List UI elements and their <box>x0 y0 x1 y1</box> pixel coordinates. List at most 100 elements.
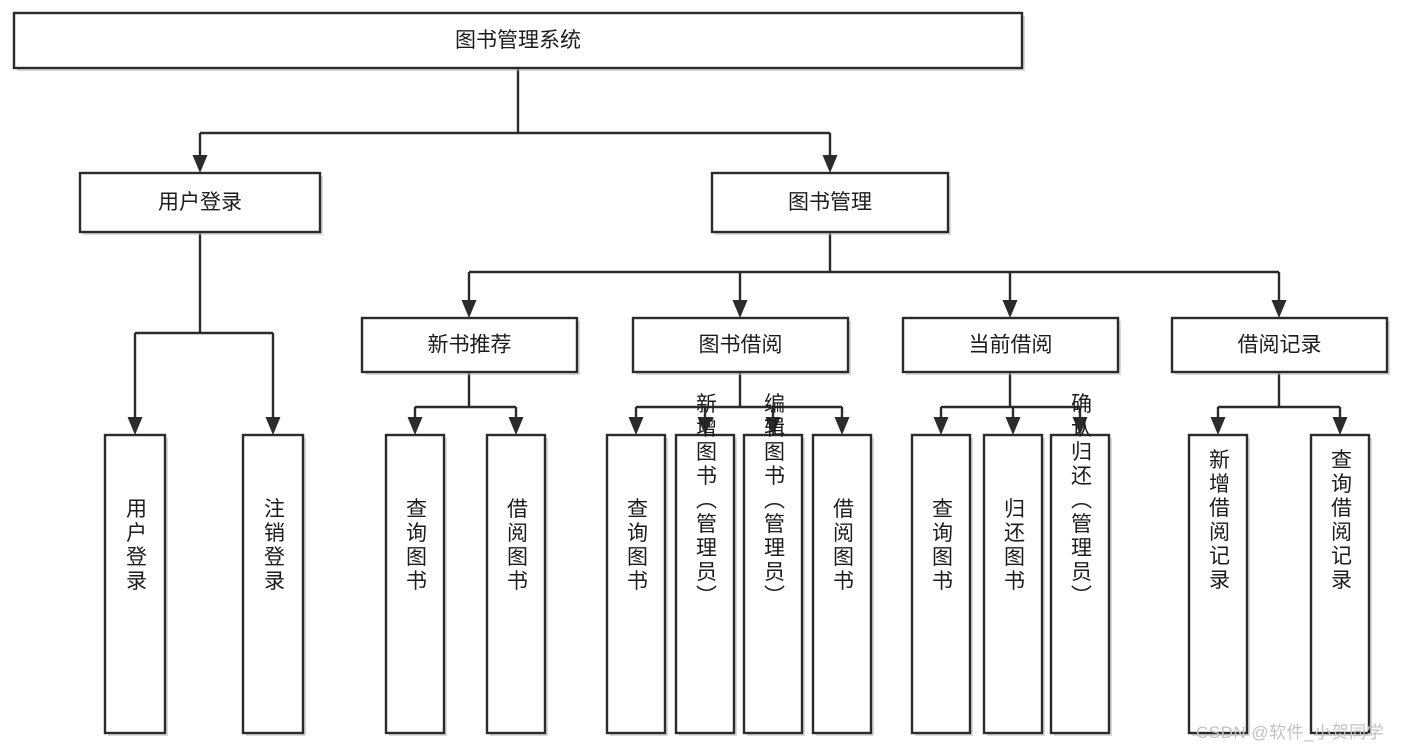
connector-c-recommend-a2 <box>508 407 524 435</box>
arrow-head-icon <box>834 417 850 435</box>
node-label: 图书借阅 <box>699 334 783 357</box>
connector-c-record-a1 <box>1210 407 1226 435</box>
node-label: 借阅图书 <box>831 498 855 594</box>
node-root[interactable]: 图书管理系统 <box>12 11 1025 71</box>
connector-c-current-a3 <box>1072 407 1088 435</box>
node-rect[interactable] <box>384 433 446 735</box>
connector-c-borrow-a2 <box>697 407 713 435</box>
node-rect[interactable] <box>241 433 305 735</box>
node-rect[interactable] <box>103 433 167 735</box>
node-rect[interactable] <box>910 433 972 735</box>
arrow-head-icon <box>407 417 423 435</box>
node-rect[interactable] <box>901 316 1120 374</box>
node-rect[interactable] <box>78 171 322 234</box>
node-label: 查询图书 <box>930 498 954 594</box>
node-new-book-recommend[interactable]: 新书推荐 <box>360 316 580 375</box>
node-leaf-add-record[interactable]: 新增借阅记录 <box>1187 433 1250 736</box>
node-leaf-borrow-book-2[interactable]: 借阅图书 <box>811 433 874 736</box>
node-leaf-query-book-3[interactable]: 查询图书 <box>910 433 973 736</box>
node-leaf-query-book-1[interactable]: 查询图书 <box>384 433 447 736</box>
node-leaf-confirm-return[interactable]: 确认归还（管理员） <box>1049 393 1112 737</box>
arrow-head-icon <box>1072 417 1088 435</box>
node-label: 编辑图书（管理员） <box>762 393 786 609</box>
node-label: 注销登录 <box>262 498 286 594</box>
arrow-head-icon <box>127 417 143 435</box>
node-rect[interactable] <box>1049 433 1111 735</box>
node-leaf-add-book[interactable]: 新增图书（管理员） <box>674 393 737 737</box>
connector-c-manage-a4 <box>1271 272 1287 318</box>
node-leaf-user-login[interactable]: 用户登录 <box>103 433 168 736</box>
node-label: 用户登录 <box>124 498 148 594</box>
node-book-manage[interactable]: 图书管理 <box>710 171 951 235</box>
node-label: 查询图书 <box>404 498 428 594</box>
connector-c-current-a2 <box>1005 407 1021 435</box>
node-borrow-record[interactable]: 借阅记录 <box>1170 316 1390 375</box>
node-label: 新增借阅记录 <box>1207 449 1231 593</box>
node-leaf-logout[interactable]: 注销登录 <box>241 433 306 736</box>
connector-c-login-a1 <box>127 333 143 435</box>
node-label: 借阅图书 <box>505 498 529 594</box>
node-rect[interactable] <box>742 433 804 735</box>
node-rect[interactable] <box>1187 433 1249 735</box>
node-current-borrow[interactable]: 当前借阅 <box>901 316 1121 375</box>
node-rect[interactable] <box>1170 316 1389 374</box>
arrow-head-icon <box>1271 300 1287 318</box>
arrow-head-icon <box>628 417 644 435</box>
node-layer: 图书管理系统用户登录图书管理新书推荐图书借阅当前借阅借阅记录用户登录注销登录查询… <box>12 11 1390 737</box>
node-leaf-return-book[interactable]: 归还图书 <box>982 433 1045 736</box>
arrow-head-icon <box>1002 300 1018 318</box>
connector-c-root-to-user-login <box>192 133 208 173</box>
connector-c-borrow-a3 <box>765 407 781 435</box>
node-label: 图书管理系统 <box>455 29 581 52</box>
arrow-head-icon <box>822 155 838 173</box>
node-rect[interactable] <box>605 433 667 735</box>
node-leaf-borrow-book-1[interactable]: 借阅图书 <box>485 433 548 736</box>
node-user-login[interactable]: 用户登录 <box>78 171 323 235</box>
connector-c-borrow-a1 <box>628 407 644 435</box>
node-rect[interactable] <box>485 433 547 735</box>
node-label: 图书管理 <box>788 191 872 214</box>
node-label: 新书推荐 <box>428 334 512 357</box>
arrow-head-icon <box>765 417 781 435</box>
node-label: 归还图书 <box>1002 498 1026 594</box>
node-rect[interactable] <box>710 171 950 234</box>
connector-c-manage-a3 <box>1002 272 1018 318</box>
node-leaf-edit-book[interactable]: 编辑图书（管理员） <box>742 393 805 737</box>
arrow-head-icon <box>933 417 949 435</box>
arrow-head-icon <box>265 417 281 435</box>
node-label: 用户登录 <box>158 191 242 214</box>
arrow-head-icon <box>1332 417 1348 435</box>
connector-c-manage-a1 <box>461 272 477 318</box>
node-rect[interactable] <box>674 433 736 735</box>
connector-c-borrow-a4 <box>834 407 850 435</box>
node-label: 确认归还（管理员） <box>1069 393 1093 609</box>
node-leaf-query-record[interactable]: 查询借阅记录 <box>1309 433 1372 736</box>
arrow-head-icon <box>697 417 713 435</box>
connector-c-manage-a2 <box>732 272 748 318</box>
arrow-head-icon <box>461 300 477 318</box>
arrow-head-icon <box>192 155 208 173</box>
connector-c-record-a2 <box>1332 407 1348 435</box>
connector-c-login-a2 <box>265 333 281 435</box>
node-leaf-query-book-2[interactable]: 查询图书 <box>605 433 668 736</box>
node-label: 新增图书（管理员） <box>694 393 718 609</box>
node-rect[interactable] <box>360 316 579 374</box>
node-rect[interactable] <box>982 433 1044 735</box>
node-rect[interactable] <box>631 316 850 374</box>
node-rect[interactable] <box>811 433 873 735</box>
connector-layer <box>127 68 1348 435</box>
arrow-head-icon <box>1005 417 1021 435</box>
node-rect[interactable] <box>1309 433 1371 735</box>
connector-c-root-to-book-manage <box>822 133 838 173</box>
connector-c-current-a1 <box>933 407 949 435</box>
node-book-borrow[interactable]: 图书借阅 <box>631 316 851 375</box>
node-label: 当前借阅 <box>969 334 1053 357</box>
node-rect[interactable] <box>12 11 1024 70</box>
node-label: 查询图书 <box>625 498 649 594</box>
arrow-head-icon <box>508 417 524 435</box>
arrow-head-icon <box>732 300 748 318</box>
arrow-head-icon <box>1210 417 1226 435</box>
node-label: 借阅记录 <box>1238 334 1322 357</box>
